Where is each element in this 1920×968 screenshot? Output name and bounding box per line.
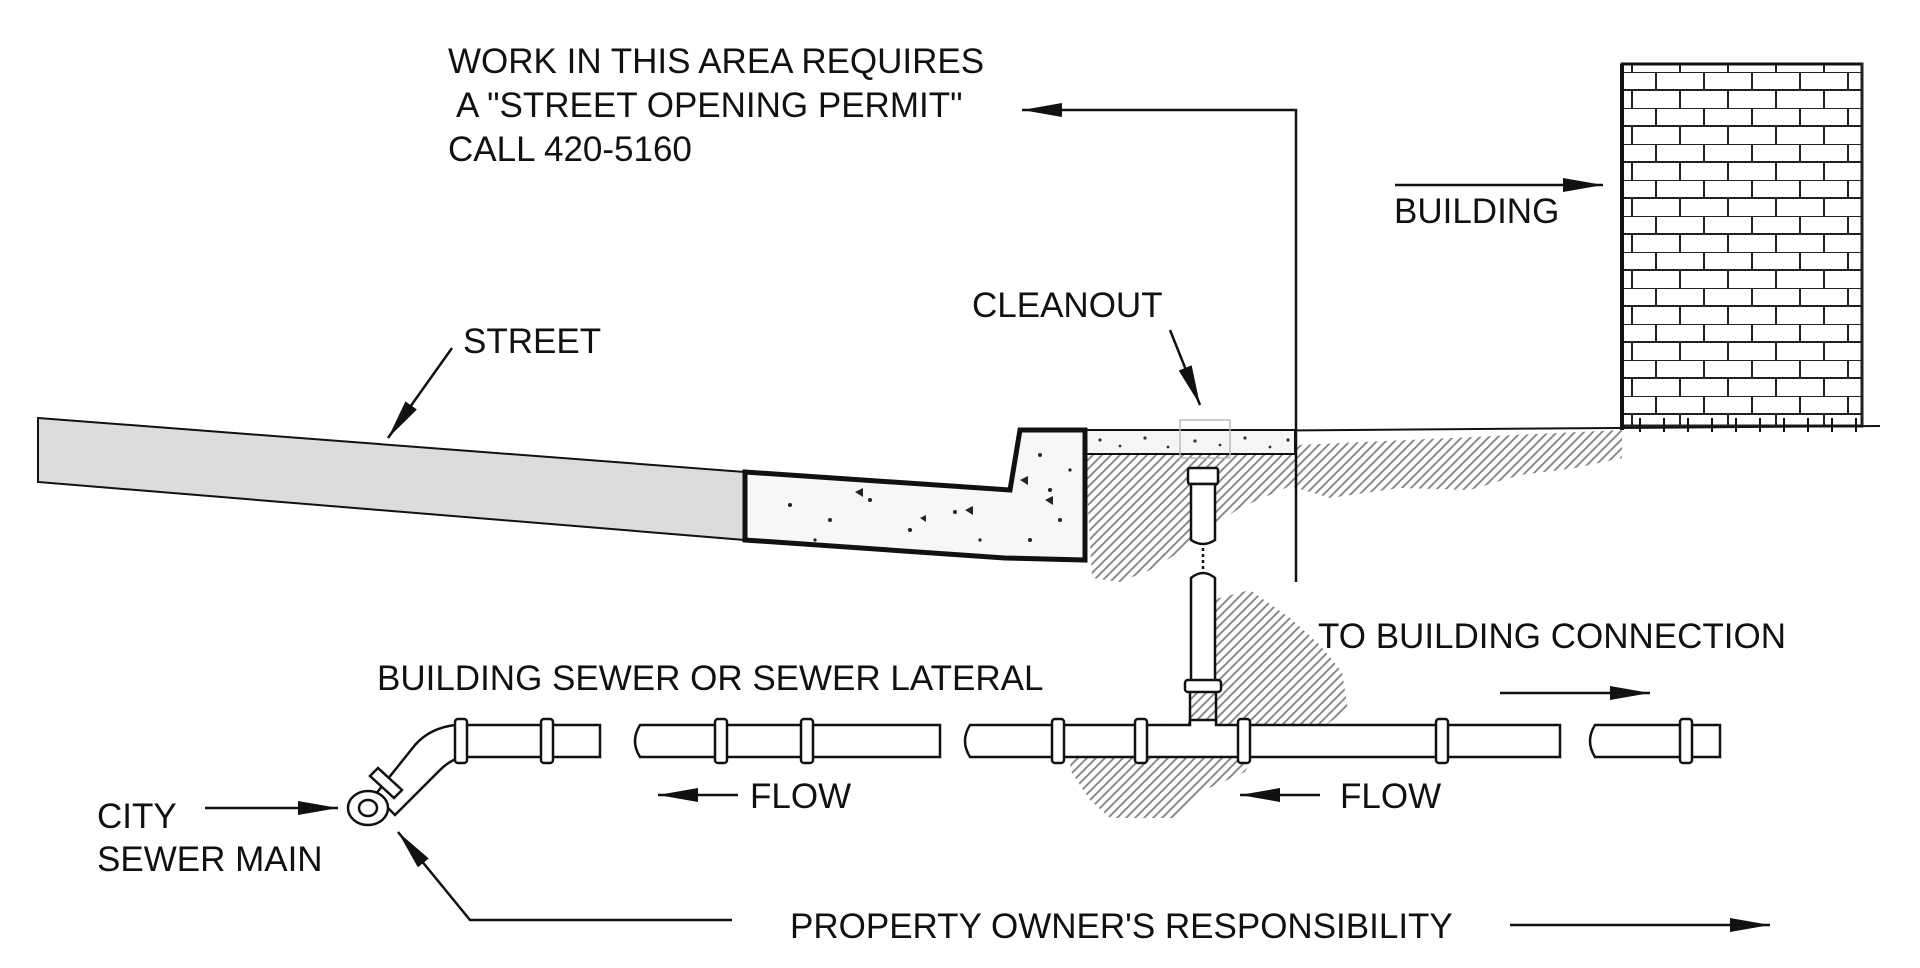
street-pavement <box>37 416 746 542</box>
building-label: BUILDING <box>1394 192 1560 231</box>
permit-zone-leader <box>1022 103 1298 582</box>
flow-left-label: FLOW <box>750 777 852 816</box>
flow-right-label: FLOW <box>1340 777 1442 816</box>
street-leader-arrow <box>386 347 454 439</box>
city-label: CITY <box>97 797 177 836</box>
building-sewer-label: BUILDING SEWER OR SEWER LATERAL <box>377 659 1044 698</box>
permit-note-line1: WORK IN THIS AREA REQUIRES <box>448 42 985 81</box>
soil-hatch-surface <box>1085 430 1622 582</box>
grass-ticks <box>1639 418 1857 432</box>
permit-note-line2: A "STREET OPENING PERMIT" <box>456 86 963 125</box>
sidewalk <box>1084 429 1296 455</box>
to-building-connection-label: TO BUILDING CONNECTION <box>1318 617 1787 656</box>
street-label: STREET <box>463 322 602 361</box>
curb-gutter <box>742 427 1088 563</box>
responsibility-label: PROPERTY OWNER'S RESPONSIBILITY <box>790 907 1453 946</box>
building-wall <box>1620 62 1864 430</box>
responsibility-leader <box>397 831 732 922</box>
cleanout-label: CLEANOUT <box>972 286 1163 325</box>
cleanout-leader-arrow <box>1168 329 1202 406</box>
cleanout-box-outline <box>1179 419 1231 459</box>
sewer-main-label: SEWER MAIN <box>97 840 323 879</box>
permit-note-line3: CALL 420-5160 <box>448 130 692 169</box>
sewer-lateral-pipe <box>346 717 1722 827</box>
